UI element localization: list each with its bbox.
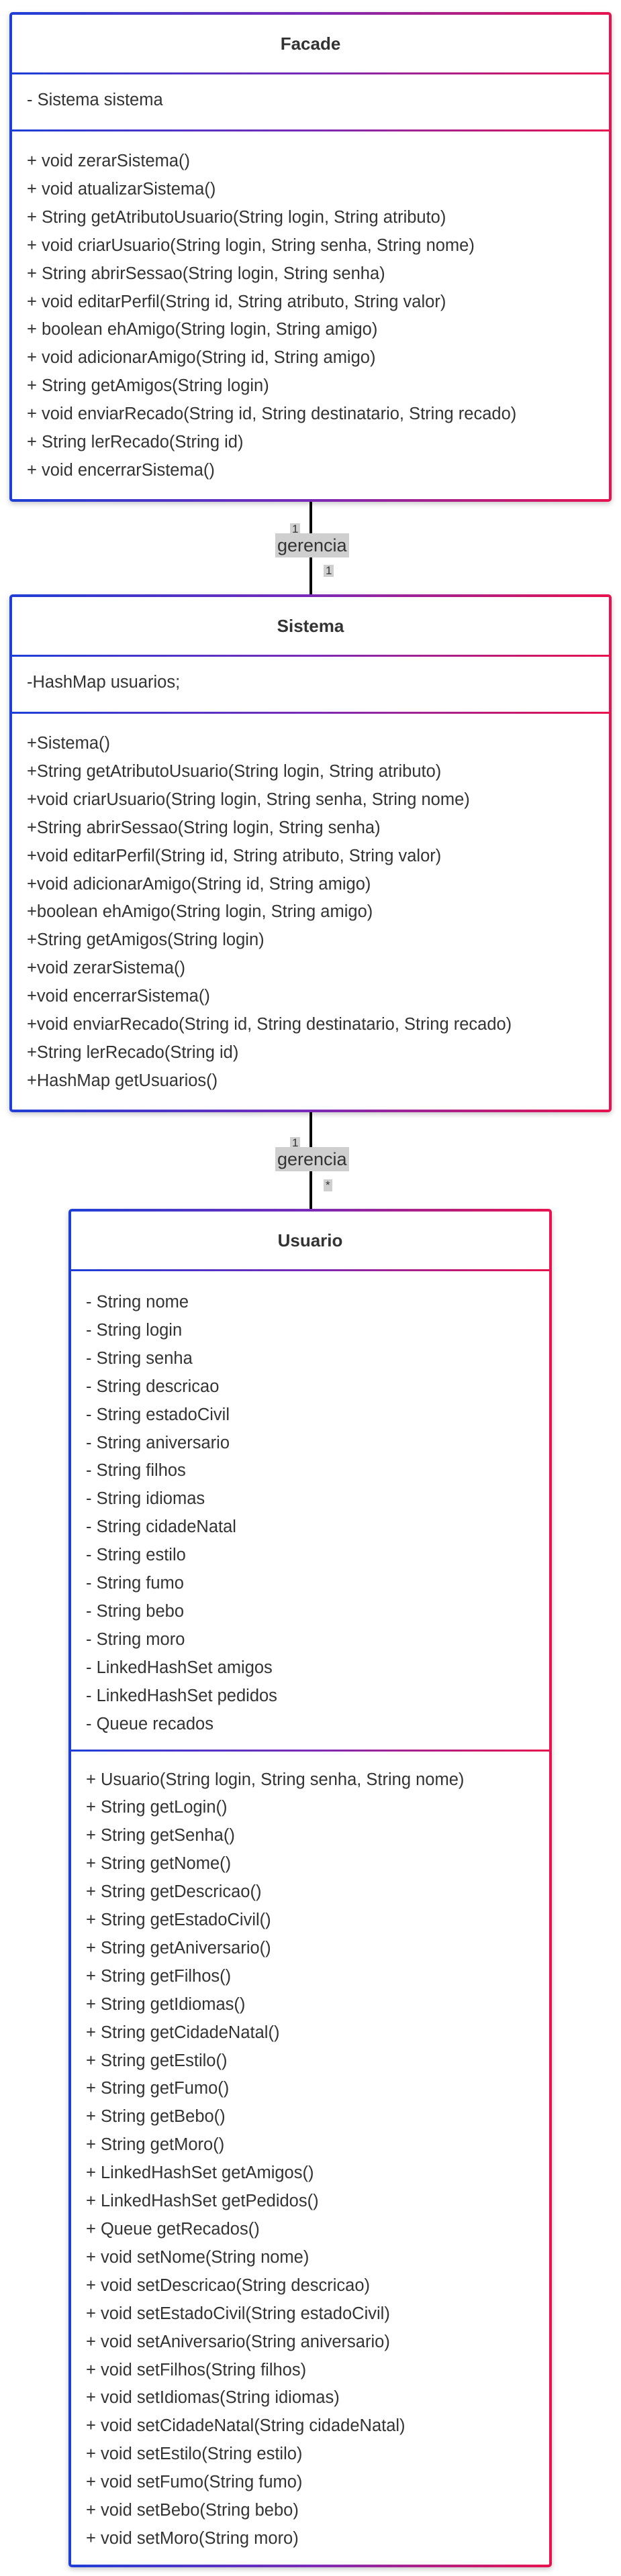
class-sistema-title: Sistema [277,615,344,636]
class-facade-title: Facade [280,33,341,54]
attribute: - String fumo [86,1574,184,1593]
method: + void setBebo(String bebo) [86,2501,299,2520]
method: + String getEstadoCivil() [86,1911,271,1930]
attribute: - String descricao [86,1377,220,1396]
method: +String getAtributoUsuario(String login,… [27,761,442,781]
attribute: - String nome [86,1293,189,1311]
method: + void setEstadoCivil(String estadoCivil… [86,2304,390,2323]
class-facade[interactable]: Facade - Sistema sistema + void zerarSis… [9,12,612,502]
method: + String getIdiomas() [86,1994,246,2014]
attribute: - Sistema sistema [27,91,163,109]
method: + String getSenha() [86,1826,235,1845]
class-sistema[interactable]: Sistema -HashMap usuarios; +Sistema() +S… [9,594,612,1112]
method: + LinkedHashSet getPedidos() [86,2192,319,2211]
relation-label-gerencia: gerencia [275,533,349,557]
method: +void enviarRecado(String id, String des… [27,1015,512,1034]
method: + void criarUsuario(String login, String… [27,235,475,255]
method: + void setNome(String nome) [86,2247,309,2267]
method: +void encerrarSistema() [27,987,210,1006]
class-facade-methods: + void zerarSistema() + void atualizarSi… [12,131,609,492]
method: + String getEstilo() [86,2051,228,2070]
method: +String getAmigos(String login) [27,930,265,950]
method: + void enviarRecado(String id, String de… [27,405,517,424]
method: + String getDescricao() [86,1882,262,1902]
attribute: - String moro [86,1629,185,1649]
method: +void zerarSistema() [27,959,185,978]
method: + Usuario(String login, String senha, St… [86,1770,465,1789]
method: + String lerRecado(String id) [27,433,244,452]
method: +void adicionarAmigo(String id, String a… [27,874,371,894]
class-usuario-attributes: - String nome - String login - String se… [71,1271,549,1750]
method: +HashMap getUsuarios() [27,1071,218,1090]
attribute: - String bebo [86,1601,185,1621]
attribute: - String estadoCivil [86,1405,230,1424]
divider [12,72,609,74]
method: + String getMoro() [86,2135,225,2155]
method: + void editarPerfil(String id, String at… [27,292,446,311]
attribute: - Queue recados [86,1714,213,1733]
method: + String getAtributoUsuario(String login… [27,207,446,227]
method: + String getCidadeNatal() [86,2023,280,2042]
class-sistema-attributes: -HashMap usuarios; [12,657,609,712]
method: +Sistema() [27,734,110,753]
method: + String getAmigos(String login) [27,376,269,396]
method: +String lerRecado(String id) [27,1042,239,1062]
attribute: - String login [86,1320,183,1340]
method: + void setIdiomas(String idiomas) [86,2388,340,2408]
method: + void setMoro(String moro) [86,2528,299,2548]
method: + String getFilhos() [86,1966,232,1986]
method: + String getAniversario() [86,1938,271,1957]
attribute: - String aniversario [86,1433,230,1452]
class-usuario[interactable]: Usuario - String nome - String login - S… [68,1209,552,2567]
method: + String getLogin() [86,1798,228,1817]
multiplicity-sistema-end: 1 [324,565,334,577]
class-sistema-methods: +Sistema() +String getAtributoUsuario(St… [12,714,609,1102]
attribute: - LinkedHashSet pedidos [86,1686,277,1705]
relation-label-gerencia: gerencia [275,1147,349,1171]
method: + String getFumo() [86,2079,230,2098]
attribute: - String filhos [86,1461,186,1481]
method: + void setDescricao(String descricao) [86,2275,371,2295]
divider [12,655,609,657]
attribute: - String estilo [86,1546,186,1565]
divider [71,1269,549,1271]
method: + String getBebo() [86,2107,226,2127]
attribute: - LinkedHashSet amigos [86,1658,273,1677]
method: + void setAniversario(String aniversario… [86,2332,390,2351]
attribute: - String idiomas [86,1489,205,1509]
method: + String getNome() [86,1854,232,1874]
multiplicity-sistema-end: 1 [290,1137,301,1149]
method: + String abrirSessao(String login, Strin… [27,264,385,283]
method: +String abrirSessao(String login, String… [27,818,381,837]
class-facade-attributes: - Sistema sistema [12,74,609,129]
method: + void encerrarSistema() [27,460,215,480]
method: + void setCidadeNatal(String cidadeNatal… [86,2416,405,2436]
method: +void editarPerfil(String id, String atr… [27,846,442,865]
divider [12,712,609,714]
class-usuario-methods: + Usuario(String login, String senha, St… [71,1752,549,2560]
method: + LinkedHashSet getAmigos() [86,2163,314,2183]
method: + void adicionarAmigo(String id, String … [27,348,376,368]
method: + void atualizarSistema() [27,179,216,199]
method: + void setEstilo(String estilo) [86,2445,303,2464]
method: + void setFumo(String fumo) [86,2473,303,2492]
multiplicity-usuario-end: * [324,1179,332,1191]
method: +boolean ehAmigo(String login, String am… [27,902,373,922]
divider [12,129,609,131]
divider [71,1749,549,1752]
method: + Queue getRecados() [86,2220,260,2239]
method: + void setFilhos(String filhos) [86,2360,307,2379]
multiplicity-facade-end: 1 [290,523,301,535]
method: +void criarUsuario(String login, String … [27,790,470,809]
class-usuario-title: Usuario [277,1230,343,1250]
attribute: - String cidadeNatal [86,1517,236,1537]
method: + boolean ehAmigo(String login, String a… [27,320,378,339]
attribute: -HashMap usuarios; [27,673,181,692]
attribute: - String senha [86,1348,193,1368]
method: + void zerarSistema() [27,152,191,170]
